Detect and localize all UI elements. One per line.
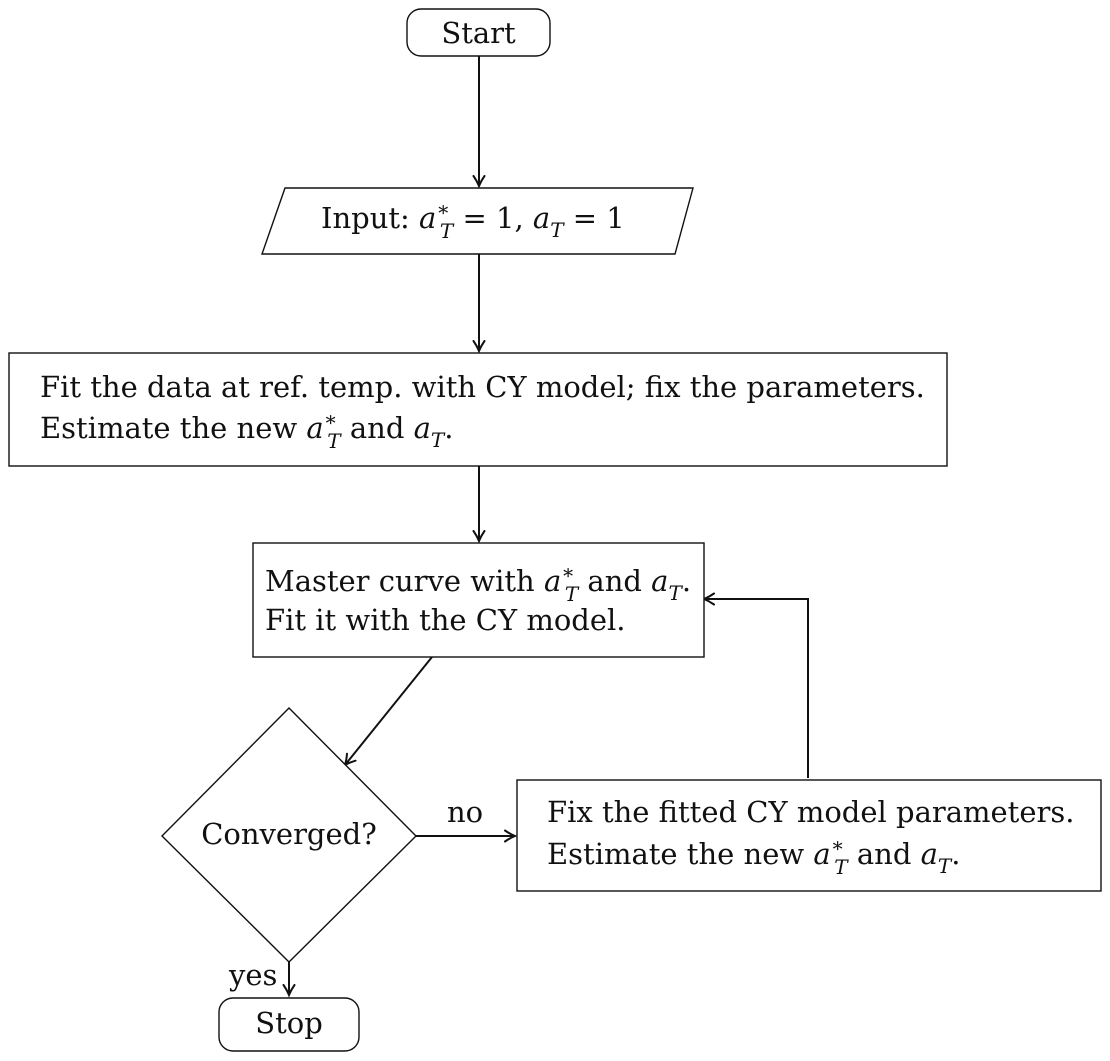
master-curve-line1: Master curve with a∗T and aT. [265,560,691,606]
edge-master-decision [343,656,433,768]
edge-label-no: no [447,795,483,829]
input-node: Input: a∗T = 1, aT = 1 [261,187,694,255]
stop-node: Stop [218,997,360,1052]
start-node: Start [406,8,551,57]
converged-decision: Converged? [161,707,417,963]
fix-parameters-line2: Estimate the new a∗T and aT. [547,833,960,879]
edge-label-yes: yes [228,958,277,992]
master-curve-node: Master curve with a∗T and aT. Fit it wit… [252,542,705,658]
edge-fix-master-loop [701,592,809,778]
converged-label: Converged? [201,817,377,851]
start-label: Start [441,16,516,50]
fit-reference-line1: Fit the data at ref. temp. with CY model… [40,370,925,404]
input-label: Input: a∗T = 1, aT = 1 [321,197,625,243]
fit-reference-line2: Estimate the new a∗T and aT. [40,407,453,453]
stop-label: Stop [255,1006,323,1040]
fix-parameters-node: Fix the fitted CY model parameters. Esti… [516,779,1102,892]
fit-reference-node: Fit the data at ref. temp. with CY model… [8,352,948,467]
fix-parameters-line1: Fix the fitted CY model parameters. [547,795,1074,829]
master-curve-line2: Fit it with the CY model. [265,603,626,637]
